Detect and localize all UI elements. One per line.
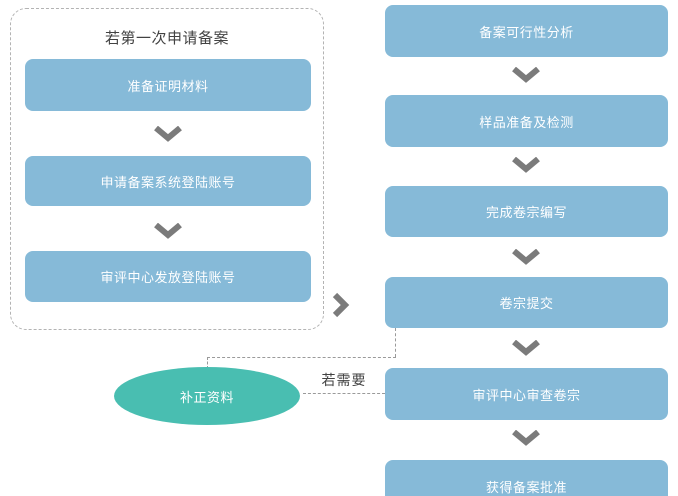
step-feasibility-analysis: 备案可行性分析 xyxy=(385,5,668,57)
step-complete-dossier: 完成卷宗编写 xyxy=(385,186,668,237)
chevron-down-icon xyxy=(511,339,541,356)
step-sample-prep-testing: 样品准备及检测 xyxy=(385,95,668,147)
connector-if-needed xyxy=(303,393,385,394)
step-dossier-submission: 卷宗提交 xyxy=(385,277,668,328)
chevron-right-icon xyxy=(332,292,350,318)
step-apply-system-account: 申请备案系统登陆账号 xyxy=(25,156,311,206)
condition-label: 若需要 xyxy=(321,372,367,388)
chevron-down-icon xyxy=(153,125,183,142)
chevron-down-icon xyxy=(511,248,541,265)
connector-into-ellipse xyxy=(207,357,208,369)
group-title: 若第一次申请备案 xyxy=(104,30,229,47)
correction-materials-ellipse: 补正资料 xyxy=(114,367,300,425)
step-center-review-dossier: 审评中心审查卷宗 xyxy=(385,368,668,420)
first-time-filing-group: 若第一次申请备案 准备证明材料 申请备案系统登陆账号 审评中心发放登陆账号 xyxy=(10,8,324,330)
step-obtain-filing-approval: 获得备案批准 xyxy=(385,460,668,496)
step-center-issues-account: 审评中心发放登陆账号 xyxy=(25,251,311,302)
connector-submission-across xyxy=(207,357,396,358)
chevron-down-icon xyxy=(511,429,541,446)
connector-submission-down xyxy=(395,328,396,357)
chevron-down-icon xyxy=(511,66,541,83)
step-prepare-proof-materials: 准备证明材料 xyxy=(25,59,311,111)
chevron-down-icon xyxy=(511,156,541,173)
chevron-down-icon xyxy=(153,222,183,239)
